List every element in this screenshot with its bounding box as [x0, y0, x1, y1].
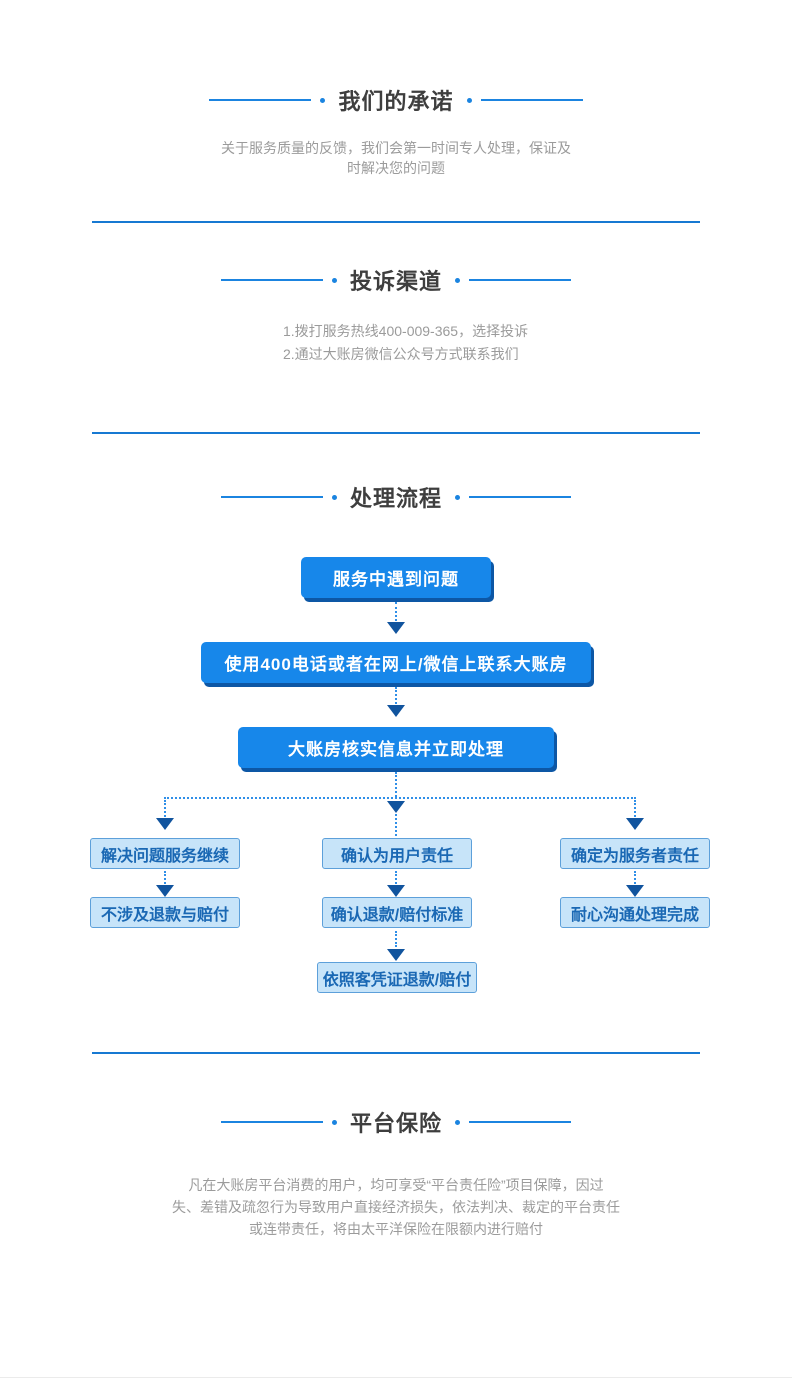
flow-connector [395, 602, 397, 621]
arrow-down-icon [156, 885, 174, 897]
section-divider-3 [92, 1052, 700, 1054]
insurance-description-line-1: 凡在大账房平台消费的用户，均可享受“平台责任险”项目保障，因过 [188, 1177, 604, 1193]
title-decor-dot-right [455, 494, 460, 500]
title-decor-dot-left [331, 494, 337, 500]
flow-connector [164, 800, 166, 817]
promise-description-line-2: 时解决您的问题 [347, 160, 445, 176]
channels-title-text: 投诉渠道 [349, 269, 442, 294]
title-decor-line-left [209, 99, 312, 101]
flow-connector [634, 800, 636, 817]
flow-connector [395, 687, 397, 704]
flow-step-contact: 使用400电话或者在网上/微信上联系大账房 [201, 642, 591, 683]
branch-left-step-2: 不涉及退款与赔付 [90, 897, 240, 928]
channel-item-phone: 1.拨打服务热线400-009-365，选择投诉 [283, 323, 529, 339]
channels-list: 1.拨打服务热线400-009-365，选择投诉 2.通过大账房微信公众号方式联… [283, 320, 528, 366]
process-flowchart: 服务中遇到问题 使用400电话或者在网上/微信上联系大账房 大账房核实信息并立即… [0, 545, 792, 1005]
title-decor-dot-left [331, 1119, 337, 1125]
insurance-description-line-3: 或连带责任，将由太平洋保险在限额内进行赔付 [249, 1221, 543, 1237]
title-decor-line-left [220, 496, 323, 498]
arrow-down-icon [387, 949, 405, 961]
flow-step-problem: 服务中遇到问题 [301, 557, 491, 598]
title-decor-dot-right [455, 1119, 460, 1125]
title-decor-dot-left [320, 97, 326, 103]
flow-step-verify: 大账房核实信息并立即处理 [238, 727, 554, 768]
channels-section-title: 投诉渠道 [0, 266, 792, 294]
flow-branch-line [164, 797, 636, 799]
title-decor-dot-right [466, 97, 472, 103]
branch-right-step-1: 确定为服务者责任 [560, 838, 710, 869]
flow-connector [164, 871, 166, 884]
arrow-down-icon [387, 885, 405, 897]
branch-middle-step-1: 确认为用户责任 [322, 838, 472, 869]
section-divider-2 [92, 432, 700, 434]
process-section-title: 处理流程 [0, 483, 792, 511]
promise-description-line-1: 关于服务质量的反馈，我们会第一时间专人处理，保证及 [221, 140, 571, 156]
title-decor-line-right [480, 99, 583, 101]
insurance-title-text: 平台保险 [349, 1111, 442, 1136]
arrow-down-icon [626, 818, 644, 830]
title-decor-line-right [469, 1121, 571, 1123]
title-decor-line-right [469, 279, 571, 281]
branch-right-step-2: 耐心沟通处理完成 [560, 897, 710, 928]
arrow-down-icon [156, 818, 174, 830]
branch-middle-step-2: 确认退款/赔付标准 [322, 897, 472, 928]
arrow-down-icon [387, 705, 405, 717]
title-decor-line-left [220, 279, 323, 281]
title-decor-dot-right [455, 277, 460, 283]
process-title-text: 处理流程 [349, 486, 442, 511]
promise-title-text: 我们的承诺 [338, 89, 454, 114]
title-decor-line-right [469, 496, 571, 498]
arrow-down-icon [387, 622, 405, 634]
title-decor-dot-left [331, 277, 337, 283]
arrow-down-icon [387, 801, 405, 813]
section-divider-1 [92, 221, 700, 223]
flow-connector [634, 871, 636, 884]
flow-connector [395, 871, 397, 884]
branch-middle-step-3: 依照客凭证退款/赔付 [317, 962, 477, 993]
channel-item-wechat: 2.通过大账房微信公众号方式联系我们 [283, 346, 519, 362]
insurance-description-line-2: 失、差错及疏忽行为导致用户直接经济损失，依法判决、裁定的平台责任 [172, 1199, 620, 1215]
page-bottom-border [0, 1377, 792, 1378]
promise-description: 关于服务质量的反馈，我们会第一时间专人处理，保证及 时解决您的问题 [0, 138, 792, 178]
insurance-section-title: 平台保险 [0, 1108, 792, 1136]
flow-connector [395, 931, 397, 947]
insurance-description: 凡在大账房平台消费的用户，均可享受“平台责任险”项目保障，因过 失、差错及疏忽行… [0, 1174, 792, 1240]
promise-section-title: 我们的承诺 [0, 86, 792, 114]
flow-connector [395, 772, 397, 797]
arrow-down-icon [626, 885, 644, 897]
title-decor-line-left [220, 1121, 323, 1123]
branch-left-step-1: 解决问题服务继续 [90, 838, 240, 869]
flow-connector [395, 814, 397, 836]
